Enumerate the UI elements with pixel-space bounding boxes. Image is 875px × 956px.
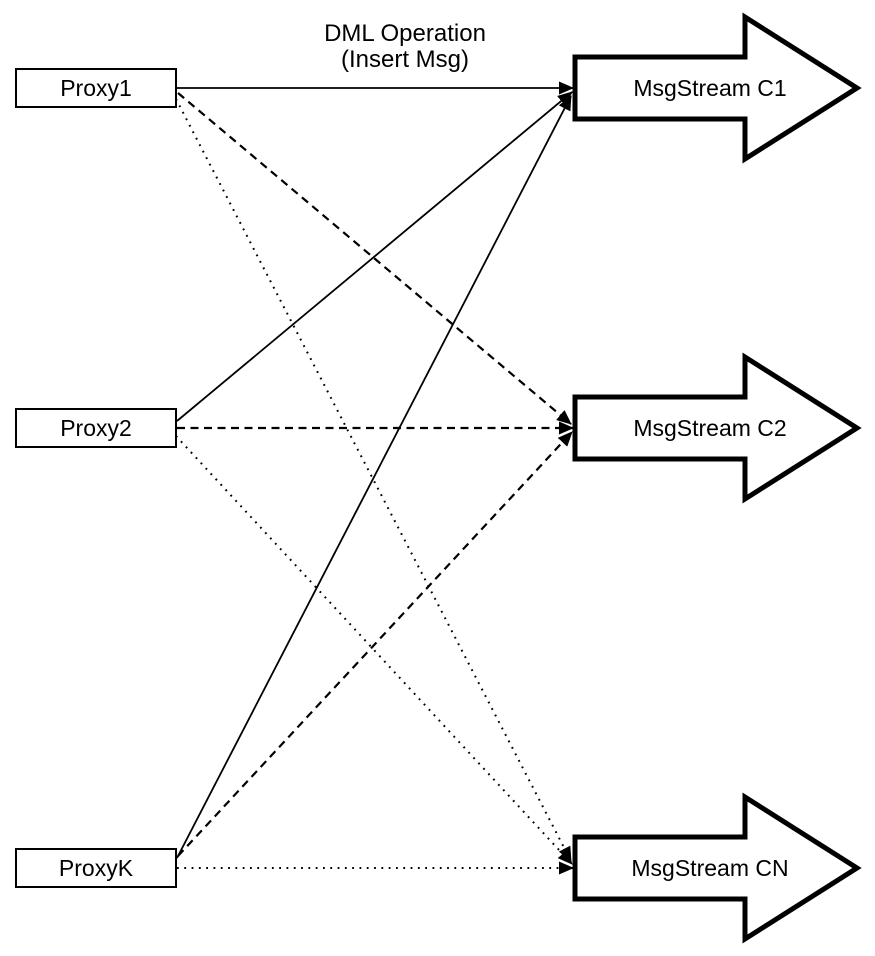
msgstream-c2-label-text: MsgStream C2 [633,414,787,441]
msgstream-cn-arrow-shape [572,792,862,944]
proxyk-label: ProxyK [58,854,134,881]
edge-proxy2-to-c1-solid [176,91,573,422]
msgstream-c2-label: MsgStream C2 [585,413,835,443]
msgstream-c1-arrow-shape [572,12,862,164]
edge-proxyk-to-c1-solid [176,95,572,859]
msgstream-c2-arrow-shape [572,352,862,504]
proxy1-label: Proxy1 [60,74,132,101]
msgstream-cn-label-text: MsgStream CN [631,854,789,881]
proxy2-box: Proxy2 [15,408,177,448]
msgstream-c1-label-text: MsgStream C1 [633,74,787,101]
proxy1-box: Proxy1 [15,68,177,108]
proxy2-label: Proxy2 [60,414,132,441]
edge-proxyk-to-c2-dashed [177,431,573,857]
dml-operation-label-line2: (Insert Msg) [340,46,469,73]
dml-operation-label-line1: DML Operation [324,20,486,47]
dml-operation-label: DML Operation (Insert Msg) [280,21,530,73]
proxyk-box: ProxyK [15,848,177,888]
edge-proxy2-to-cn-dotted [175,435,573,865]
edge-proxy1-to-c2-dashed [177,92,572,425]
msgstream-c1-label: MsgStream C1 [585,73,835,103]
msgstream-cn-label: MsgStream CN [585,853,835,883]
